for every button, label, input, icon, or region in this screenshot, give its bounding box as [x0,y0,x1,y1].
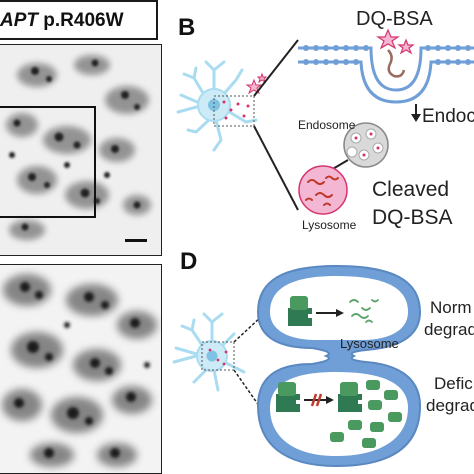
endosome-label: Endosome [298,118,356,132]
normal-degradation-line1: Norm [430,298,472,317]
panel-b-letter: B [178,14,196,41]
panel-title-box: APT p.R406W [0,0,158,40]
dq-bsa-cargo-icon [376,28,415,78]
deficient-enzyme-substrate-icon [276,382,300,412]
microscopy-overview-svg [0,45,161,255]
cleaved-label-line2: DQ-BSA [372,206,453,229]
extracellular-star-icon [245,72,268,95]
lysosome-dots-d [208,348,228,366]
lysosome-label-b: Lysosome [302,218,357,232]
microscopy-zoom-svg [0,265,161,473]
microscopy-overview-image [0,44,162,256]
neuron-nucleus-d [206,350,218,362]
zoom-box-b [213,95,255,127]
deficient-degradation-arrowhead [326,396,334,404]
deficient-degradation-line2: degrad [426,396,474,415]
endosome-icon [343,122,389,168]
zoom-line-d-top [233,315,263,343]
endocytosis-diagram [176,28,474,215]
lysosome-icon-b [298,165,348,215]
microscopy-zoom-image [0,264,162,474]
dq-bsa-dots-b [222,100,250,120]
endocytosis-label: Endocyt [422,106,474,127]
neuron-nucleus-b [208,99,220,111]
blocked-arrow-icon [310,393,323,407]
plasma-membrane [298,45,474,104]
lysosomal-degradation-diagram [172,264,422,468]
normal-enzyme-substrate-icon [288,296,312,326]
lysosome-lumen-bottom [270,372,408,456]
normal-degradation-line2: degrad [424,320,474,339]
degraded-fragments-icon [349,299,379,323]
lysosome-label-d: Lysosome [340,336,399,351]
dq-bsa-label: DQ-BSA [356,8,433,30]
accumulated-substrate-icon [330,380,402,448]
deficient-degradation-line1: Defic [434,374,473,393]
gene-name: APT [0,10,38,31]
cleaved-label-line1: Cleaved [372,178,450,201]
zoom-line-top [253,39,299,97]
panel-d-letter: D [180,248,198,275]
zoom-line-bottom [253,125,299,211]
neuron-cell-b [176,60,258,152]
normal-degradation-arrowhead [336,309,344,317]
endocytosis-arrowhead [411,114,421,122]
panel-title: APT p.R406W [0,10,164,32]
variant-name: p.R406W [43,10,124,31]
zoom-box-d [201,341,235,371]
